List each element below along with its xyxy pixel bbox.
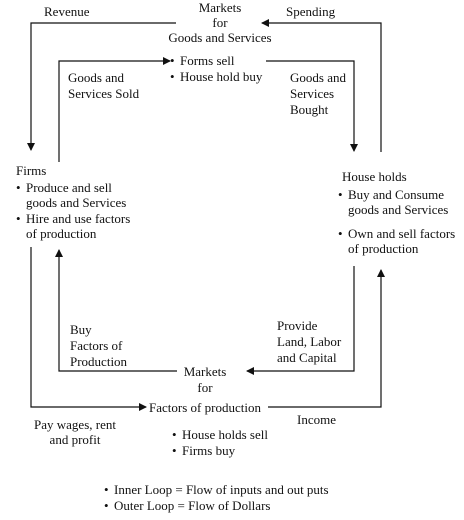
goods-market-bullet-1: Forms sell: [170, 53, 235, 69]
households-title: House holds: [342, 169, 407, 184]
legend-outer-loop: Outer Loop = Flow of Dollars: [104, 498, 270, 514]
goods-bought-line2: Services: [290, 86, 335, 101]
buy-factors-line1: Buy: [70, 322, 92, 337]
goods-sold-line2: Services Sold: [68, 86, 140, 101]
legend-inner-loop: Inner Loop = Flow of inputs and out puts: [104, 482, 329, 498]
revenue-label: Revenue: [44, 4, 90, 19]
firms-bullet-2-line1: Hire and use factors: [16, 211, 130, 227]
provide-line1: Provide: [277, 318, 318, 333]
goods-bought-arrow: [266, 60, 358, 152]
goods-bought-line3: Bought: [290, 102, 329, 117]
pay-wages-line2: and profit: [49, 432, 101, 447]
pay-wages-line1: Pay wages, rent: [34, 417, 116, 432]
goods-sold-arrow: [58, 57, 171, 162]
buy-factors-line2: Factors of: [70, 338, 123, 353]
firms-bullet-2-line2: of production: [26, 226, 97, 241]
households-bullet-2-line2: of production: [348, 241, 419, 256]
households-bullet-2-line1: Own and sell factors: [338, 226, 455, 242]
buy-factors-line3: Production: [70, 354, 128, 369]
factors-market-line2: for: [197, 380, 213, 395]
goods-market-bullet-2: House hold buy: [170, 69, 262, 85]
spending-label: Spending: [286, 4, 336, 19]
households-bullet-1-line1: Buy and Consume: [338, 187, 444, 203]
goods-market-title: Goods and Services: [168, 30, 272, 45]
factors-market-title: Factors of production: [149, 400, 261, 415]
goods-market-line1: Markets: [198, 0, 242, 15]
factors-market-bullet-1: House holds sell: [172, 427, 268, 443]
goods-market-line2: for: [212, 15, 228, 30]
wages-arrow: [30, 247, 147, 411]
factors-market-bullet-2: Firms buy: [172, 443, 235, 459]
factors-bought-arrow: [55, 249, 177, 372]
factors-provided-arrow: [246, 266, 355, 375]
revenue-arrow: [27, 22, 176, 151]
households-bullet-1-line2: goods and Services: [348, 202, 449, 217]
firms-bullet-1-line2: goods and Services: [26, 195, 127, 210]
provide-line2: Land, Labor: [277, 334, 342, 349]
income-arrow: [268, 269, 385, 408]
spending-arrow: [261, 19, 382, 152]
firms-bullet-1-line1: Produce and sell: [16, 180, 112, 196]
income-label: Income: [297, 412, 336, 427]
factors-market-line1: Markets: [183, 364, 227, 379]
goods-sold-line1: Goods and: [68, 70, 124, 85]
provide-line3: and Capital: [277, 350, 337, 365]
goods-bought-line1: Goods and: [290, 70, 346, 85]
firms-title: Firms: [16, 163, 47, 178]
